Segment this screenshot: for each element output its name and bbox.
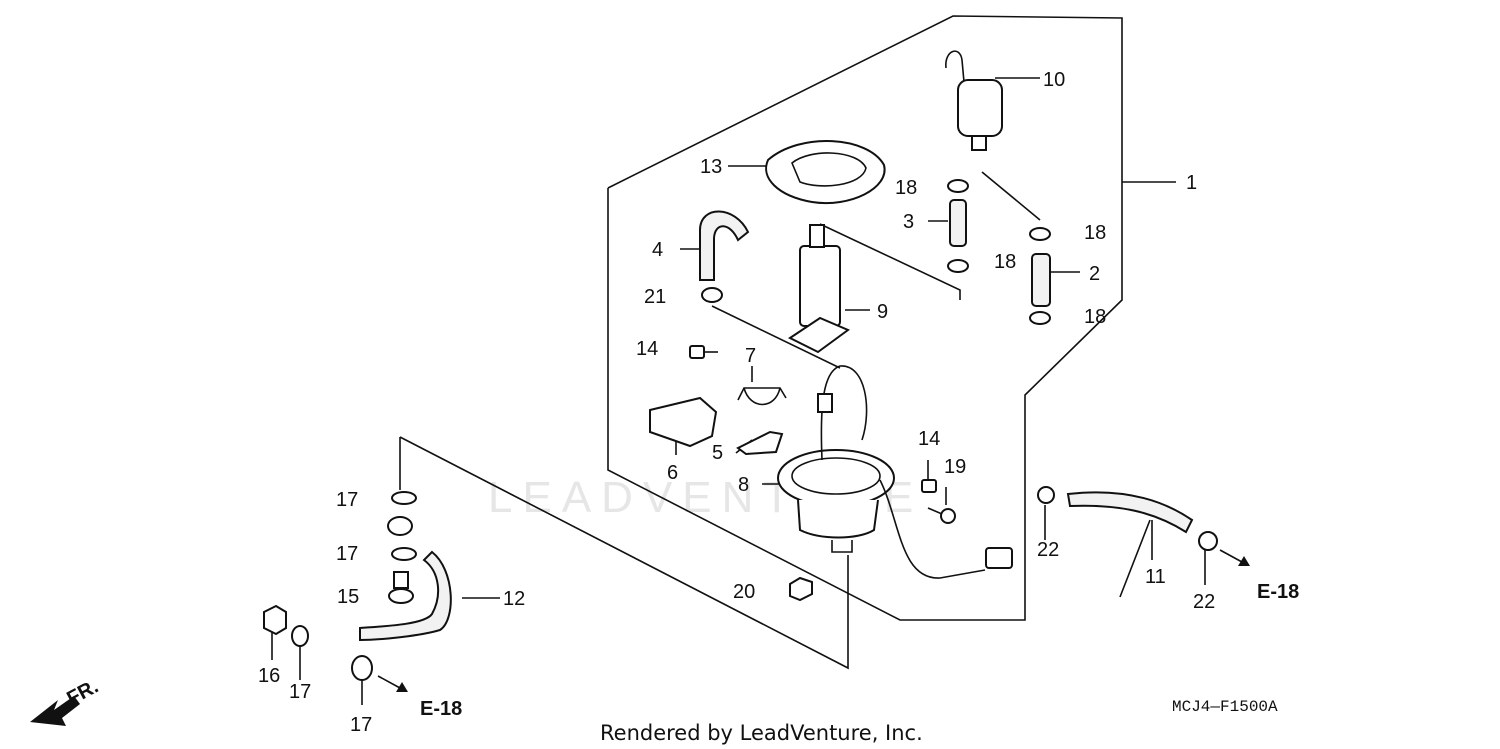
callout-17b: 17 <box>336 543 358 565</box>
callout-8: 8 <box>738 474 749 496</box>
callout-4: 4 <box>652 239 663 261</box>
callout-16: 16 <box>258 665 280 687</box>
callout-22a: 22 <box>1037 539 1059 561</box>
callout-17a: 17 <box>336 489 358 511</box>
leader-lines <box>271 77 1206 705</box>
callout-12: 12 <box>503 588 525 610</box>
callout-10: 10 <box>1043 69 1065 91</box>
part-12-hose <box>359 516 452 642</box>
callout-7: 7 <box>745 345 756 367</box>
callout-21: 21 <box>644 286 666 308</box>
callout-22b: 22 <box>1193 591 1215 613</box>
callout-1: 1 <box>1186 172 1197 194</box>
part-8-unit <box>777 365 1013 579</box>
callout-5: 5 <box>712 442 723 464</box>
part-4-hose <box>699 210 750 281</box>
part-3-tube <box>949 199 967 247</box>
callout-11: 11 <box>1145 566 1166 588</box>
callout-15: 15 <box>337 586 359 608</box>
part-9-pump <box>788 224 851 354</box>
part-20-nut <box>789 576 813 602</box>
bolts-14-19 <box>689 345 956 524</box>
part-11-hose <box>1066 491 1194 534</box>
diagram-code: MCJ4—F1500A <box>1172 698 1278 716</box>
callout-labels: 1 2 3 4 5 6 7 8 9 10 11 12 13 14 14 15 1… <box>258 69 1215 736</box>
direction-arrow: FR. <box>30 676 102 726</box>
clamps <box>701 179 1218 551</box>
washers-17 <box>291 491 417 681</box>
callout-19: 19 <box>944 456 966 478</box>
callout-18b: 18 <box>1084 222 1106 244</box>
callout-14b: 14 <box>918 428 940 450</box>
reference-e18-right: E-18 <box>1257 581 1299 603</box>
callout-2: 2 <box>1089 263 1100 285</box>
part-16-nut <box>263 604 287 636</box>
callout-6: 6 <box>667 462 678 484</box>
reference-e18-bottom: E-18 <box>420 698 462 720</box>
callout-17c: 17 <box>289 681 311 703</box>
footer-credit: Rendered by LeadVenture, Inc. <box>600 721 923 745</box>
reference-arrows <box>377 549 1250 692</box>
part-10-fuel-filter <box>945 50 1003 151</box>
callout-9: 9 <box>877 301 888 323</box>
part-15-bolt <box>388 571 414 604</box>
part-13-gasket <box>765 140 886 205</box>
callout-18a: 18 <box>895 177 917 199</box>
part-7-5-brackets <box>736 387 787 456</box>
part-6-filter <box>649 396 718 448</box>
assembly-outline <box>607 15 1123 621</box>
callout-17d: 17 <box>350 714 372 736</box>
callout-14a: 14 <box>636 338 658 360</box>
callout-18d: 18 <box>1084 306 1106 328</box>
callout-13: 13 <box>700 156 722 178</box>
callout-3: 3 <box>903 211 914 233</box>
callout-18c: 18 <box>994 251 1016 273</box>
callout-20: 20 <box>733 581 755 603</box>
part-2-tube <box>1031 253 1051 307</box>
